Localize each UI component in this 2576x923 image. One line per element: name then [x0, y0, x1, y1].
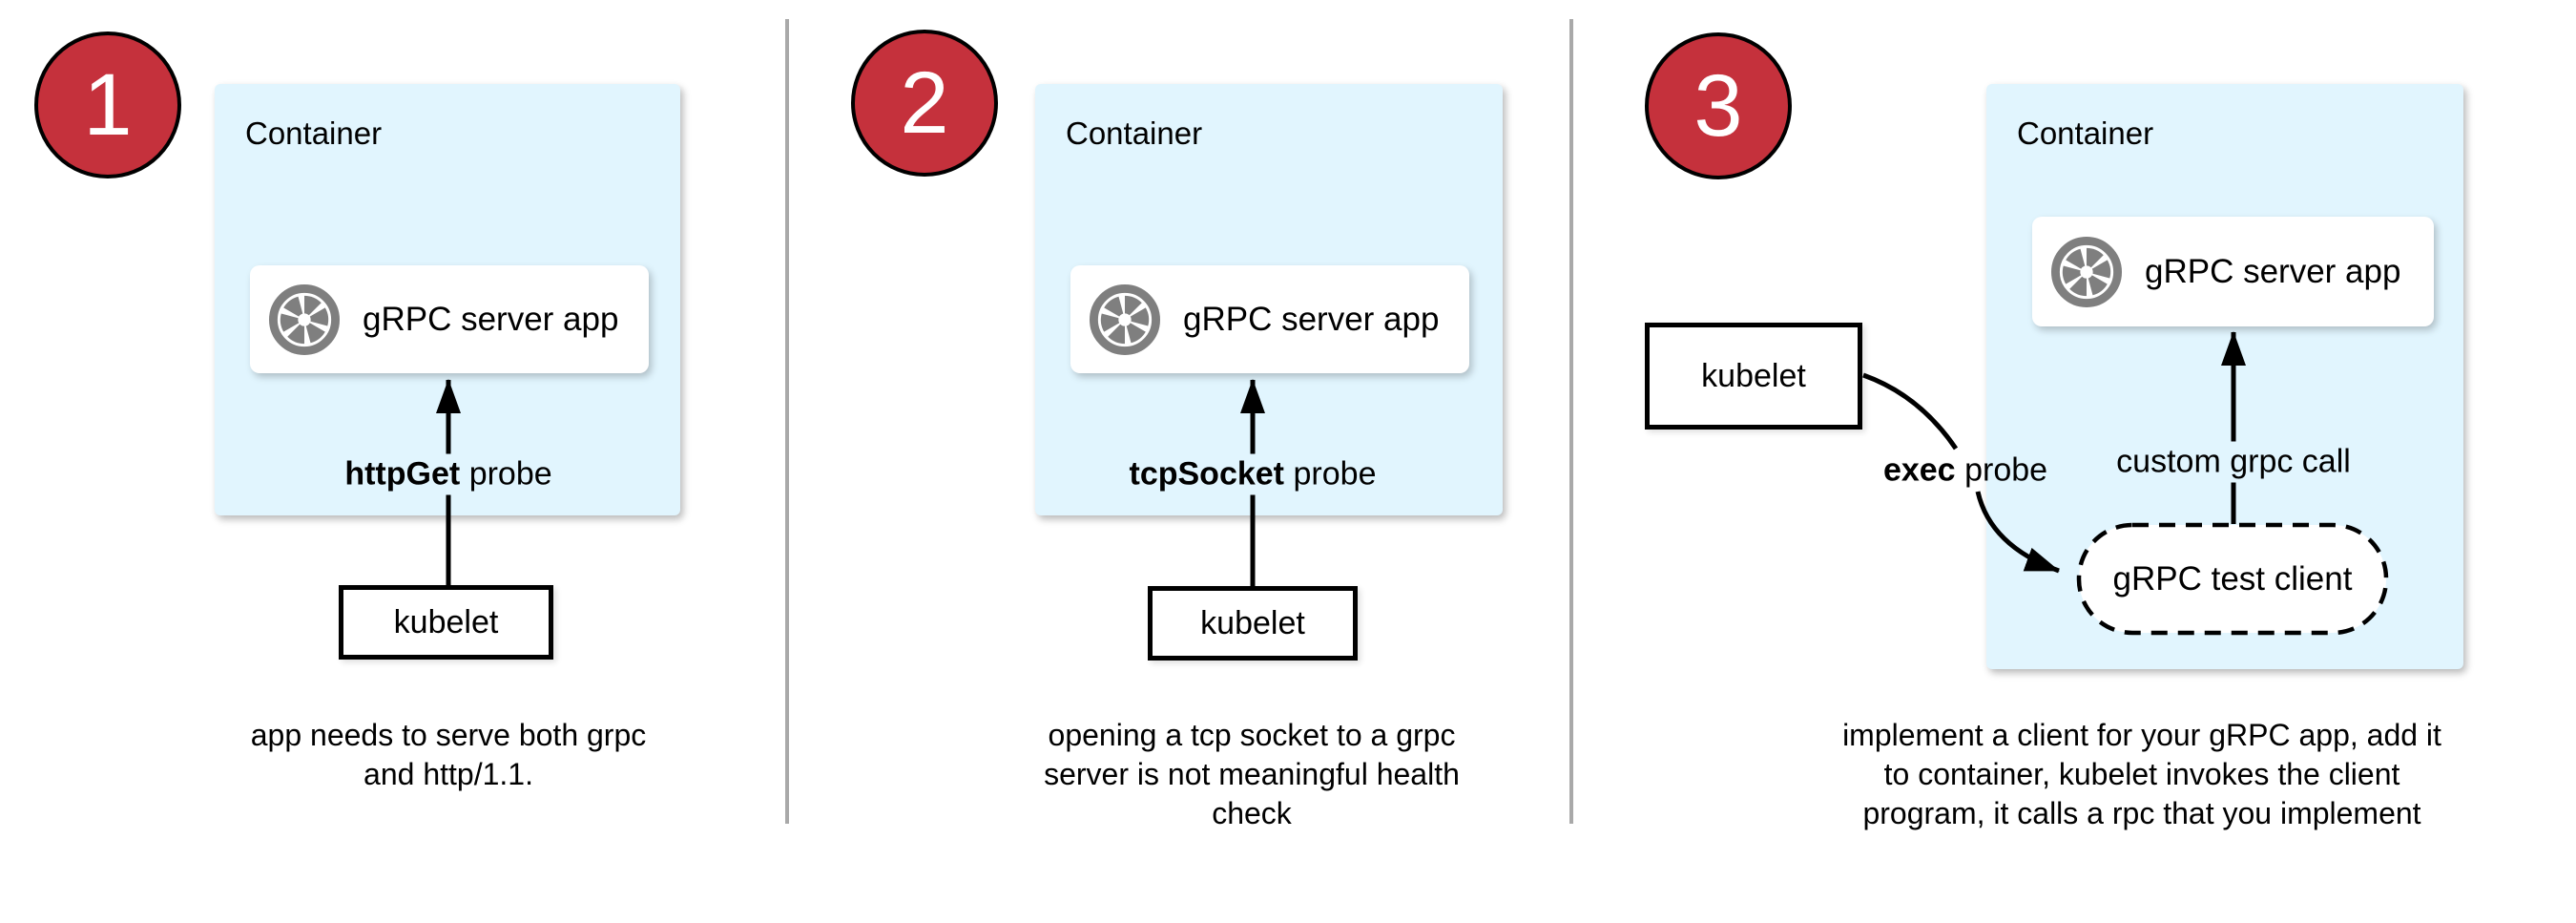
probe-word: probe	[1293, 455, 1377, 493]
exec-curve-from-kubelet	[1862, 372, 1959, 451]
probe-kind: httpGet	[344, 455, 461, 493]
kubelet-box-3: kubelet	[1645, 323, 1862, 430]
grpc-server-app-label: gRPC server app	[2145, 252, 2401, 290]
step-number: 3	[1693, 56, 1743, 155]
custom-grpc-call-label: custom grpc call	[2107, 441, 2360, 483]
step-badge-3: 3	[1645, 32, 1792, 179]
step-number: 2	[900, 53, 949, 152]
caption-1: app needs to serve both grpc and http/1.…	[250, 718, 647, 791]
probe-word: probe	[468, 455, 552, 493]
container-label-1: Container	[245, 115, 383, 151]
grpc-server-app-box-1: gRPC server app	[250, 265, 649, 373]
caption-2: opening a tcp socket to a grpc server is…	[1044, 718, 1460, 830]
kubelet-box-2: kubelet	[1148, 586, 1358, 661]
grpc-app-icon	[1090, 284, 1160, 355]
step-badge-1: 1	[34, 31, 181, 178]
grpc-server-app-box-3: gRPC server app	[2032, 217, 2434, 326]
grpc-test-client-label: gRPC test client	[2112, 560, 2353, 598]
kubelet-box-1: kubelet	[339, 585, 553, 660]
grpc-server-app-label: gRPC server app	[1183, 300, 1440, 338]
container-label-3: Container	[2017, 115, 2154, 151]
grpc-app-icon	[269, 284, 340, 355]
kubelet-label: kubelet	[1701, 357, 1806, 394]
kubelet-label: kubelet	[1200, 604, 1305, 641]
caption-3: implement a client for your gRPC app, ad…	[1842, 718, 2441, 830]
panel-divider-2	[1569, 19, 1573, 824]
probe-kind: tcpSocket	[1129, 455, 1285, 493]
probe-word: probe	[1964, 451, 2048, 489]
probe-kind: exec	[1882, 451, 1956, 489]
step-badge-2: 2	[851, 30, 998, 177]
grpc-server-app-label: gRPC server app	[363, 300, 619, 338]
kubelet-label: kubelet	[393, 603, 499, 640]
panel-divider-1	[785, 19, 789, 824]
step-number: 1	[83, 55, 133, 154]
grpc-app-icon	[2051, 237, 2122, 307]
container-label-2: Container	[1066, 115, 1203, 151]
grpc-server-app-box-2: gRPC server app	[1070, 265, 1469, 373]
